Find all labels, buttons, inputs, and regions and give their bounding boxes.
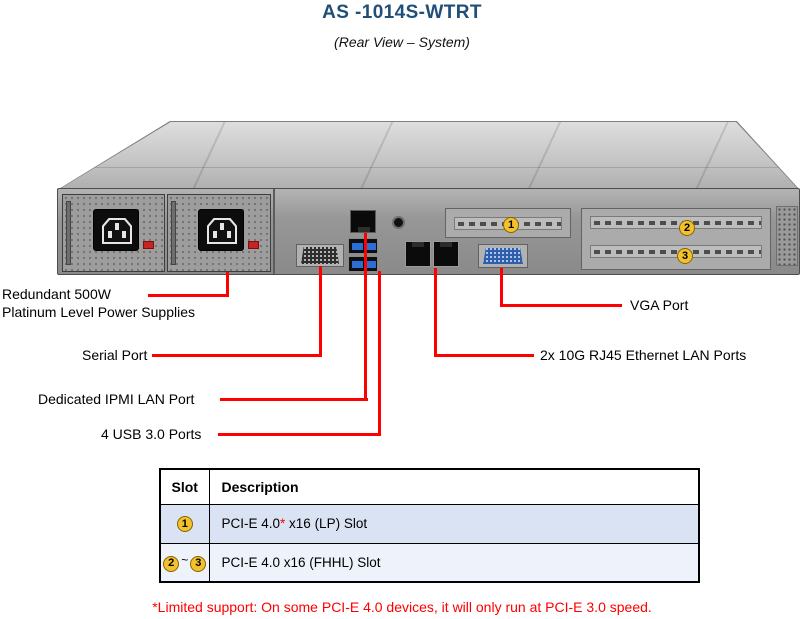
vga-callout-label: VGA Port: [630, 297, 689, 313]
slot-cell: 2~3: [159, 542, 210, 583]
slot2-badge: 2: [679, 220, 695, 236]
callout-line-vga-h: [500, 304, 622, 307]
slot3-badge: 3: [677, 248, 693, 264]
slot-cell: 1: [159, 503, 210, 544]
table-row: 1 PCI-E 4.0* x16 (LP) Slot: [159, 503, 700, 544]
panel-divider: [273, 189, 275, 274]
round-button: [392, 216, 405, 229]
lan-port-1: [405, 241, 431, 267]
slot2-vent: [590, 216, 762, 229]
slot1-table-badge: 1: [176, 516, 193, 533]
usb-callout-label: 4 USB 3.0 Ports: [101, 426, 202, 442]
callout-line-usb-v: [378, 271, 381, 436]
callout-line-vga-v: [500, 268, 503, 307]
slot-column-header: Slot: [159, 468, 210, 505]
callout-line-serial-v: [319, 266, 322, 357]
usb-port-icon: [352, 243, 363, 250]
lan-port-2: [433, 241, 459, 267]
usb-port-icon: [352, 261, 363, 268]
usb-port-icon: [365, 261, 376, 268]
callout-line-lan-v: [434, 268, 437, 357]
usb-3-ports-bottom: [348, 256, 378, 272]
pci-slot-2-3-bay: [581, 208, 771, 270]
ipmi-lan-port: [350, 210, 376, 233]
psu-handle: [66, 201, 71, 265]
table-row: 2~3 PCI-E 4.0 x16 (FHHL) Slot: [159, 542, 700, 583]
psu-release-latch: [248, 241, 259, 249]
power-supply-module-1: [62, 194, 165, 272]
slot1-badge: 1: [503, 217, 519, 233]
power-inlet-icon: [207, 218, 237, 244]
slot-table: Slot Description 1 PCI-E 4.0* x16 (LP) S…: [159, 468, 700, 583]
serial-callout-label: Serial Port: [82, 347, 148, 363]
callout-line-lan-h: [434, 354, 534, 357]
chassis-top: [57, 121, 800, 190]
vga-port: [483, 248, 523, 264]
callout-line-psu-v: [226, 272, 229, 297]
slot-range-tilde: ~: [181, 553, 189, 567]
power-inlet-icon: [102, 218, 132, 244]
psu-callout-label: Redundant 500W Platinum Level Power Supp…: [2, 286, 195, 320]
power-inlet: [93, 209, 139, 251]
power-supply-module-2: [167, 194, 271, 272]
side-vent-grid: [776, 206, 798, 266]
footnote: *Limited support: On some PCI-E 4.0 devi…: [152, 599, 652, 615]
chassis-rear-panel: 1 2 3: [57, 188, 800, 275]
callout-line-serial-h: [152, 354, 322, 357]
callout-line-usb-h: [218, 433, 381, 436]
usb-3-ports-top: [348, 238, 378, 254]
description-cell: PCI-E 4.0* x16 (LP) Slot: [208, 503, 700, 544]
power-inlet: [198, 209, 244, 251]
callout-line-ipmi-v: [364, 233, 367, 401]
psu-handle: [171, 201, 176, 265]
limited-support-asterisk: *: [280, 516, 286, 531]
usb-port-icon: [365, 243, 376, 250]
table-header-row: Slot Description: [159, 468, 700, 505]
lan-callout-label: 2x 10G RJ45 Ethernet LAN Ports: [540, 347, 747, 363]
callout-line-ipmi-h: [220, 398, 368, 401]
slot3-table-badge: 3: [190, 555, 207, 572]
page-title: AS -1014S-WTRT: [322, 2, 482, 23]
serial-port: [301, 247, 339, 264]
description-column-header: Description: [208, 468, 700, 505]
ipmi-callout-label: Dedicated IPMI LAN Port: [38, 391, 195, 407]
slot3-vent: [590, 245, 762, 258]
slot2-table-badge: 2: [163, 555, 180, 572]
psu-release-latch: [143, 241, 154, 249]
page-subtitle: (Rear View – System): [334, 34, 470, 50]
description-cell: PCI-E 4.0 x16 (FHHL) Slot: [208, 542, 700, 583]
callout-line-psu-h: [148, 294, 228, 297]
chassis-top-surface: [58, 122, 799, 190]
